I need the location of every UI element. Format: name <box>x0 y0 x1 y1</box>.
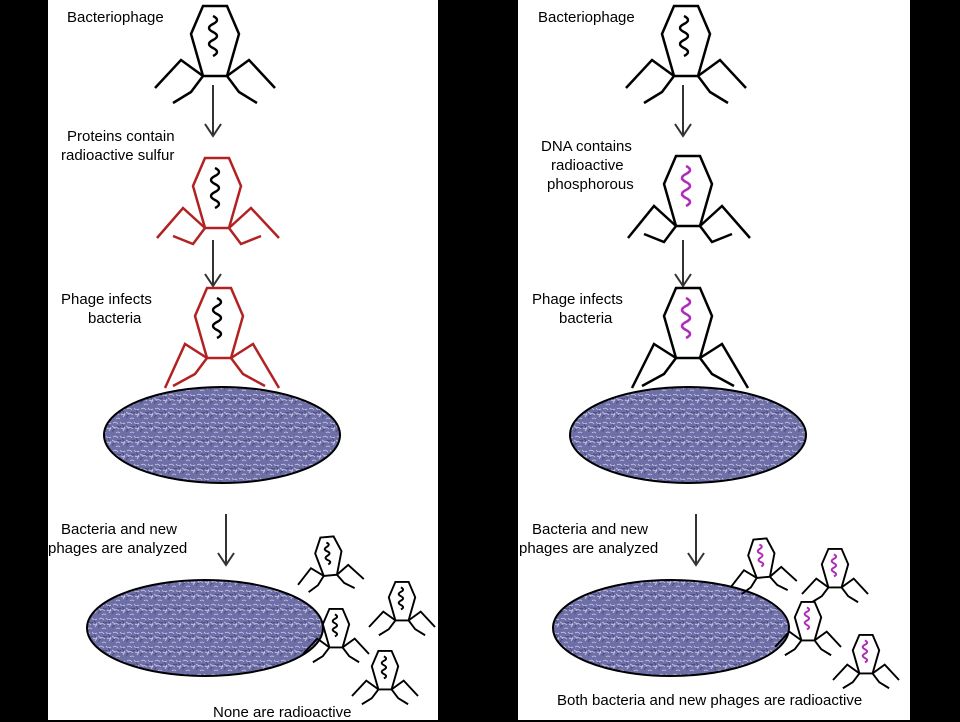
step-label-analyzed-line2: phages are analyzed <box>519 540 659 557</box>
step-label-proteins-line2: radioactive sulfur <box>61 147 175 164</box>
arrow-down-icon <box>674 240 692 288</box>
bacteriophage-icon <box>154 4 276 105</box>
bacterium-cell-icon <box>86 579 324 677</box>
bacteriophage-icon <box>730 537 798 595</box>
bacterium-cell-icon <box>552 579 790 677</box>
bacteriophage-icon <box>630 286 750 389</box>
step-label-infects-line2: bacteria <box>559 310 613 327</box>
step-label-infects-line1: Phage infects <box>61 291 152 308</box>
result-label: None are radioactive <box>213 704 352 721</box>
bacteriophage-icon <box>625 4 747 105</box>
arrow-down-icon <box>674 85 692 138</box>
step-label-dna-line2: radioactive <box>551 157 624 174</box>
bacteriophage-icon <box>163 286 281 389</box>
step-label-analyzed-line1: Bacteria and new <box>532 521 648 538</box>
bacteriophage-icon <box>156 156 280 246</box>
step-label-infects-line1: Phage infects <box>532 291 623 308</box>
bacterium-cell-icon <box>569 386 807 484</box>
bacteriophage-icon <box>297 535 365 593</box>
bacteriophage-icon <box>774 600 842 657</box>
arrow-down-icon <box>204 240 222 288</box>
result-label: Both bacteria and new phages are radioac… <box>557 692 863 709</box>
step-label-bacteriophage: Bacteriophage <box>538 9 635 26</box>
step-label-bacteriophage: Bacteriophage <box>67 9 164 26</box>
step-label-analyzed-line2: phages are analyzed <box>48 540 188 557</box>
step-label-dna-line1: DNA contains <box>541 138 632 155</box>
bacteriophage-icon <box>302 607 370 664</box>
bacteriophage-icon <box>832 633 900 690</box>
arrow-down-icon <box>217 514 235 567</box>
arrow-down-icon <box>687 514 705 567</box>
bacteriophage-icon <box>368 580 436 637</box>
bacterium-cell-icon <box>103 386 341 484</box>
step-label-proteins-line1: Proteins contain <box>67 128 175 145</box>
step-label-analyzed-line1: Bacteria and new <box>61 521 177 538</box>
bacteriophage-icon <box>801 547 869 604</box>
bacteriophage-icon <box>627 154 751 244</box>
step-label-dna-line3: phosphorous <box>547 176 634 193</box>
arrow-down-icon <box>204 85 222 138</box>
step-label-infects-line2: bacteria <box>88 310 142 327</box>
bacteriophage-icon <box>351 649 419 706</box>
